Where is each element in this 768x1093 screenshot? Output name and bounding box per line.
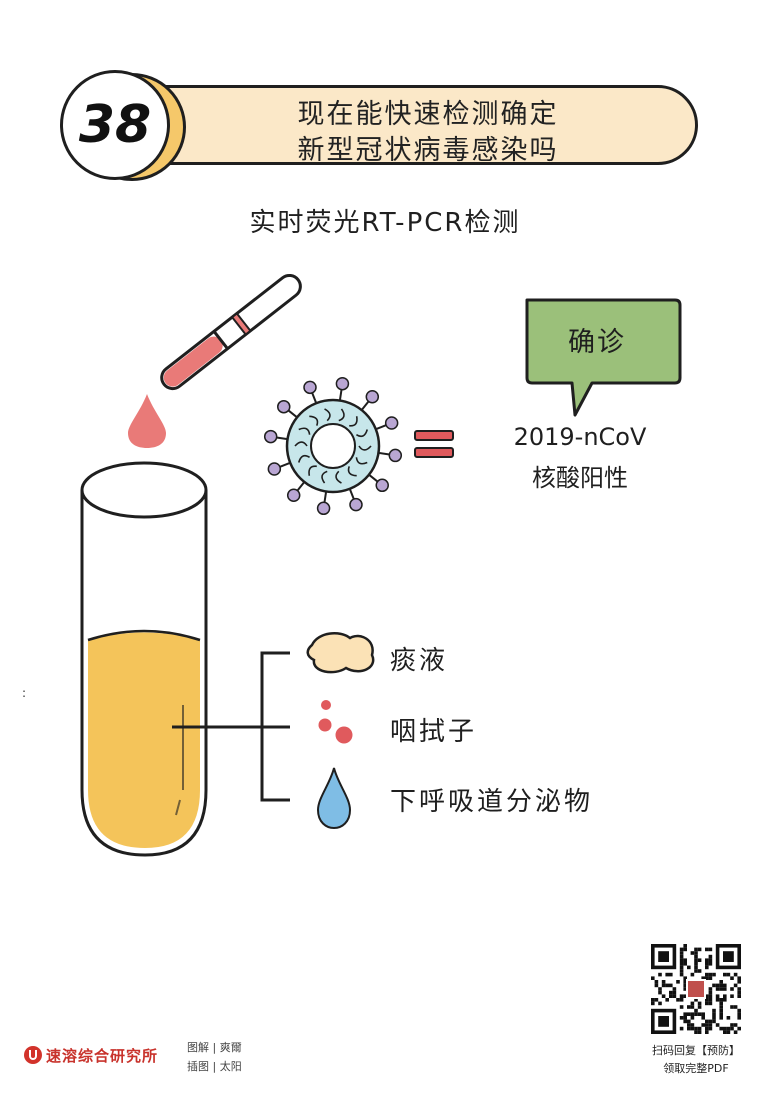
qr-caption-2: 领取完整PDF — [663, 1062, 729, 1075]
equals-icon — [414, 430, 454, 458]
credits: 图解 | 爽爾 插图 | 太阳 — [187, 1038, 242, 1076]
qr-code-icon[interactable] — [651, 944, 741, 1034]
drop-icon — [128, 394, 166, 448]
title-banner — [118, 85, 698, 165]
sputum-blob-icon — [306, 632, 375, 674]
brand-name: 速溶综合研究所 — [46, 1046, 159, 1065]
speech-bubble — [525, 298, 682, 417]
brand-logo-icon — [24, 1046, 42, 1064]
subtitle: 实时荧光RT-PCR检测 — [249, 208, 521, 238]
number-badge: 38 — [60, 70, 170, 180]
bubble-label: 确诊 — [568, 327, 626, 358]
brand: 速溶综合研究所 — [24, 1044, 158, 1066]
qr-caption-1: 扫码回复【预防】 — [652, 1044, 740, 1057]
sample-label-secretion: 下呼吸道分泌物 — [390, 787, 594, 817]
virus-name: 2019-nCoV — [513, 423, 647, 451]
swab-dots-icon — [318, 700, 353, 744]
sample-label-sputum: 痰液 — [390, 646, 449, 676]
stray-mark: : — [22, 686, 27, 700]
title-line-1: 现在能快速检测确定 — [297, 99, 559, 130]
sample-label-swab: 咽拭子 — [390, 717, 478, 747]
droplet-icon — [316, 767, 352, 830]
test-tube-icon — [80, 461, 208, 857]
virus-icon — [263, 376, 403, 516]
title-line-2: 新型冠状病毒感染吗 — [297, 135, 559, 166]
bracket — [172, 651, 290, 802]
credit-illustrator: 插图 | 太阳 — [187, 1060, 242, 1073]
credit-author: 图解 | 爽爾 — [187, 1041, 242, 1054]
result-label: 核酸阳性 — [532, 464, 628, 492]
dropper-icon — [160, 273, 302, 391]
